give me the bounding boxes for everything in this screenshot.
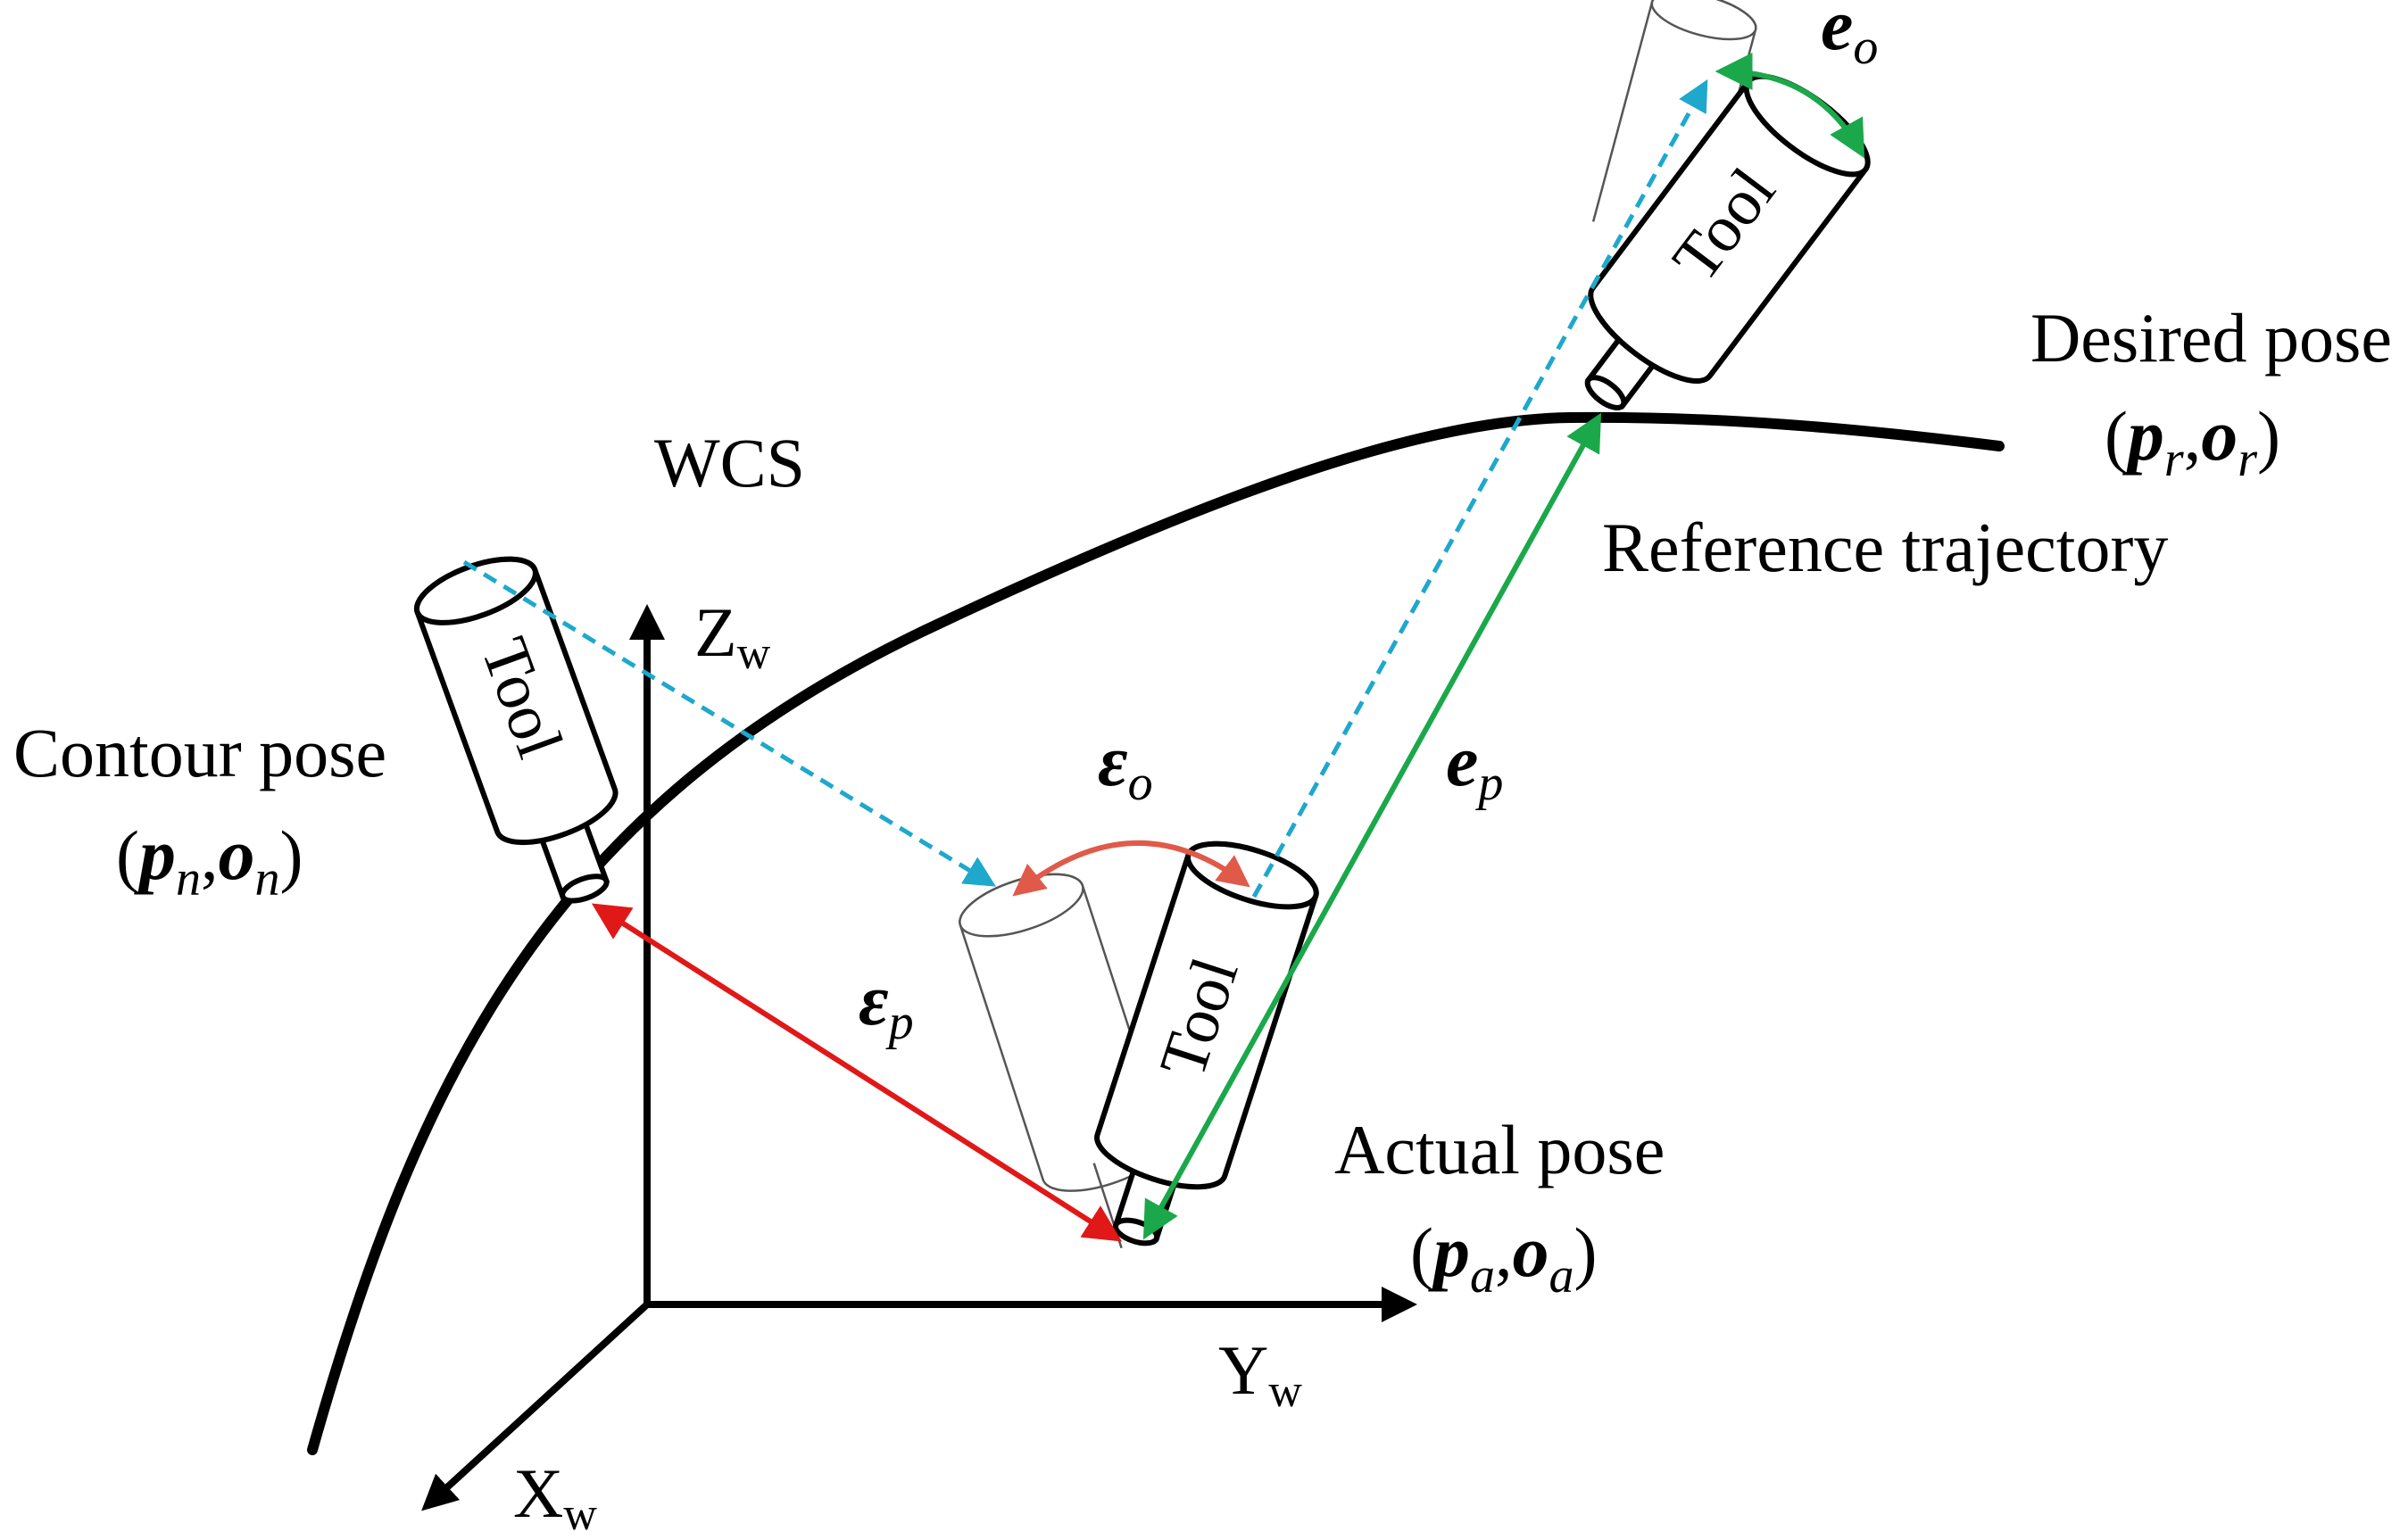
actual-pose-label: Actual pose [1334, 1111, 1665, 1188]
e-p-label: ep [1446, 720, 1503, 811]
eps-p-label: εp [859, 959, 914, 1050]
y-axis-label: Yw [1218, 1331, 1302, 1417]
x-axis [421, 1302, 650, 1511]
contour-pose-symbol: (pn,on) [116, 814, 303, 907]
desired-pose-symbol: (pr,or) [2105, 394, 2280, 487]
reference-trajectory-curve [307, 411, 2005, 1455]
e-o-label: eo [1821, 0, 1878, 75]
eps-p-arrow [591, 903, 1123, 1242]
desired-pose-label: Desired pose [2030, 299, 2392, 377]
e-p-arrow [1142, 412, 1602, 1240]
reference-trajectory-label: Reference trajectory [1602, 509, 2168, 586]
contour-tool: Tool [413, 556, 619, 904]
x-axis-label: Xw [513, 1454, 597, 1540]
actual-pose-symbol: (pa,oa) [1410, 1211, 1597, 1304]
contour-pose-label: Contour pose [13, 714, 386, 791]
e-o-arc [1715, 53, 1865, 159]
wcs-label: WCS [654, 424, 805, 501]
eps-o-label: εo [1098, 720, 1153, 811]
contour-orientation-projection [462, 559, 996, 887]
eps-o-arc [1012, 840, 1250, 897]
z-axis-label: Zw [694, 593, 771, 679]
